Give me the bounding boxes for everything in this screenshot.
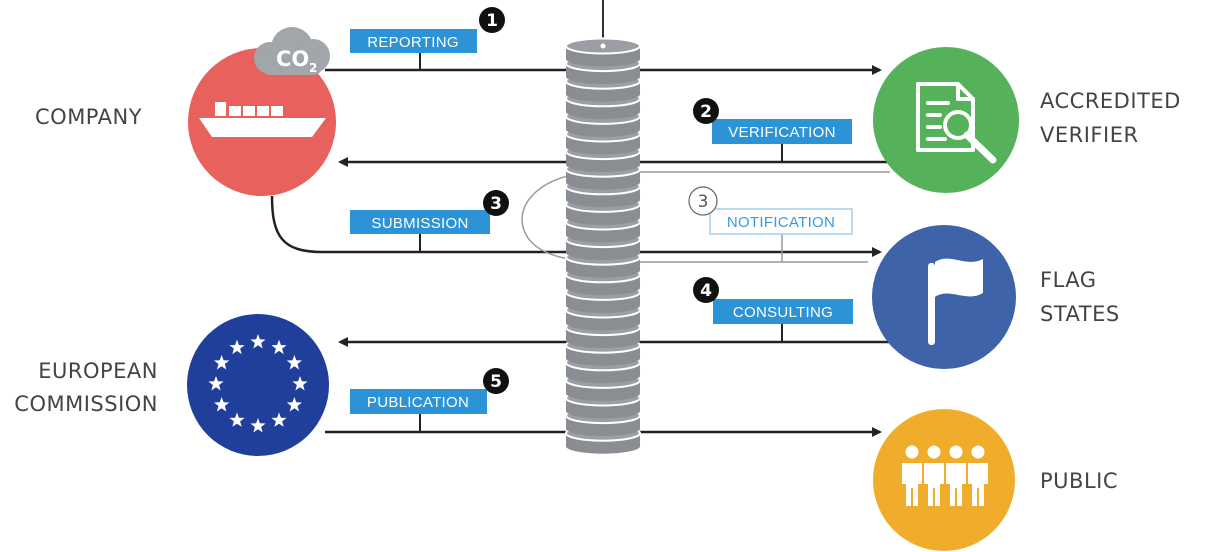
database-stack-icon	[565, 37, 641, 454]
step-reporting: REPORTING 1	[350, 7, 505, 53]
flag-states-circle	[872, 225, 1016, 369]
step-publication-number: 5	[490, 372, 502, 392]
verifier-node: ACCREDITED VERIFIER	[873, 47, 1181, 193]
step-notification: NOTIFICATION 3	[688, 186, 853, 235]
public-label: PUBLIC	[1040, 469, 1118, 493]
cargo-ship-icon	[199, 102, 326, 137]
commission-label-line1: EUROPEAN	[38, 359, 158, 383]
step-consulting-number: 4	[700, 281, 712, 301]
eu-star-icon	[229, 339, 245, 355]
eu-star-icon	[286, 355, 302, 370]
step-notification-label: NOTIFICATION	[727, 214, 835, 231]
step-publication: PUBLICATION 5	[350, 368, 509, 414]
person-icon	[902, 445, 922, 506]
step-submission-label: SUBMISSION	[371, 215, 468, 232]
eu-star-icon	[250, 334, 266, 349]
step-verification-label: VERIFICATION	[728, 124, 836, 141]
public-node: PUBLIC	[873, 409, 1118, 551]
submission-flow	[270, 195, 882, 257]
step-verification-number: 2	[700, 102, 712, 122]
document-magnifier-icon	[916, 82, 997, 164]
eu-star-icon	[250, 418, 266, 433]
company-node: CO 2 COMPANY	[35, 27, 336, 196]
eu-star-icon	[214, 397, 230, 412]
person-icon	[924, 445, 944, 506]
step-submission-number: 3	[490, 194, 502, 214]
company-label: COMPANY	[35, 105, 142, 129]
person-icon	[968, 445, 988, 506]
step-consulting: CONSULTING 4	[693, 277, 853, 324]
step-consulting-label: CONSULTING	[733, 304, 833, 321]
co2-text: CO	[276, 47, 309, 71]
flag-states-label-line1: FLAG	[1040, 268, 1097, 292]
flag-icon	[928, 258, 983, 345]
flag-states-label-line2: STATES	[1040, 302, 1120, 326]
eu-star-icon	[214, 355, 230, 370]
co2-subscript: 2	[309, 61, 317, 75]
step-notification-number: 3	[698, 192, 709, 212]
eu-star-icon	[271, 339, 287, 355]
eu-star-icon	[208, 376, 224, 391]
tag-connectors	[419, 52, 783, 432]
step-verification: VERIFICATION 2	[693, 98, 852, 144]
verifier-label-line2: VERIFIER	[1040, 123, 1139, 147]
step-reporting-number: 1	[486, 11, 498, 31]
step-reporting-label: REPORTING	[367, 34, 459, 51]
step-submission: SUBMISSION 3	[350, 190, 509, 234]
eu-star-icon	[271, 412, 287, 427]
person-icon	[946, 445, 966, 506]
commission-circle	[187, 314, 329, 456]
eu-stars-icon	[208, 334, 308, 433]
commission-label-line2: COMMISSION	[14, 392, 158, 416]
co2-cloud-icon: CO 2	[254, 27, 330, 75]
commission-node: EUROPEAN COMMISSION	[14, 314, 329, 456]
eu-star-icon	[292, 376, 308, 391]
eu-star-icon	[229, 412, 245, 427]
step-publication-label: PUBLICATION	[367, 394, 469, 411]
flag-states-node: FLAG STATES	[872, 225, 1120, 369]
eu-star-icon	[286, 397, 302, 412]
verifier-label-line1: ACCREDITED	[1040, 89, 1181, 113]
people-group-icon	[902, 445, 988, 506]
